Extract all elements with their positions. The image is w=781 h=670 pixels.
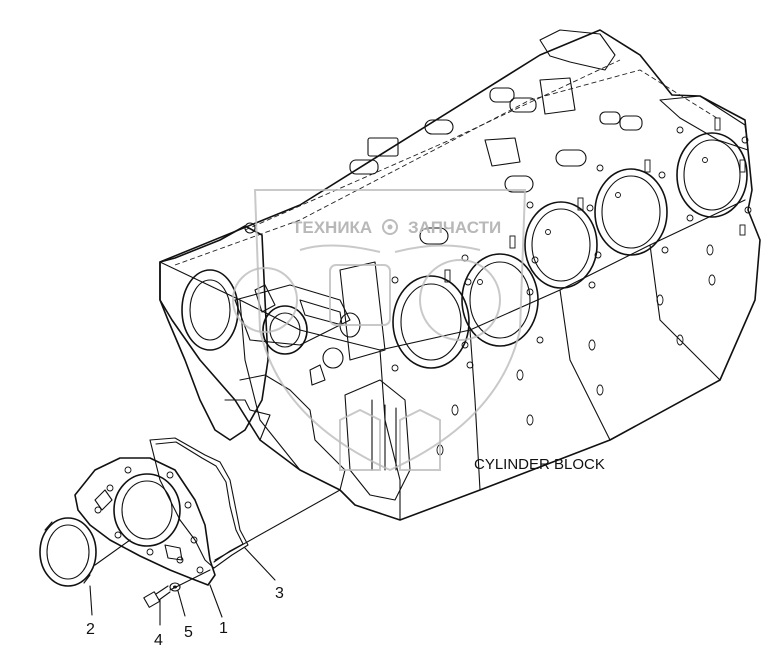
watermark-right-text: ЗАПЧАСТИ [408, 218, 501, 237]
rear-cover-gasket [149, 437, 249, 569]
callout-3: 3 [275, 585, 284, 602]
watermark-gear-icon [382, 219, 398, 235]
crankshaft-rear-seal [39, 517, 97, 587]
callout-5: 5 [184, 624, 193, 641]
callout-1: 1 [219, 620, 228, 637]
callout-2: 2 [86, 621, 95, 638]
watermark-left-text: ТЕХНИКА [292, 218, 372, 237]
callout-4: 4 [154, 632, 163, 649]
leader-lines [89, 489, 341, 626]
rear-cover [74, 457, 216, 586]
cylinder-block-label: CYLINDER BLOCK [474, 456, 605, 473]
bolt [143, 585, 171, 608]
watermark: ТЕХНИКА ЗАПЧАСТИ [232, 189, 527, 472]
cylinder-block [159, 29, 761, 521]
